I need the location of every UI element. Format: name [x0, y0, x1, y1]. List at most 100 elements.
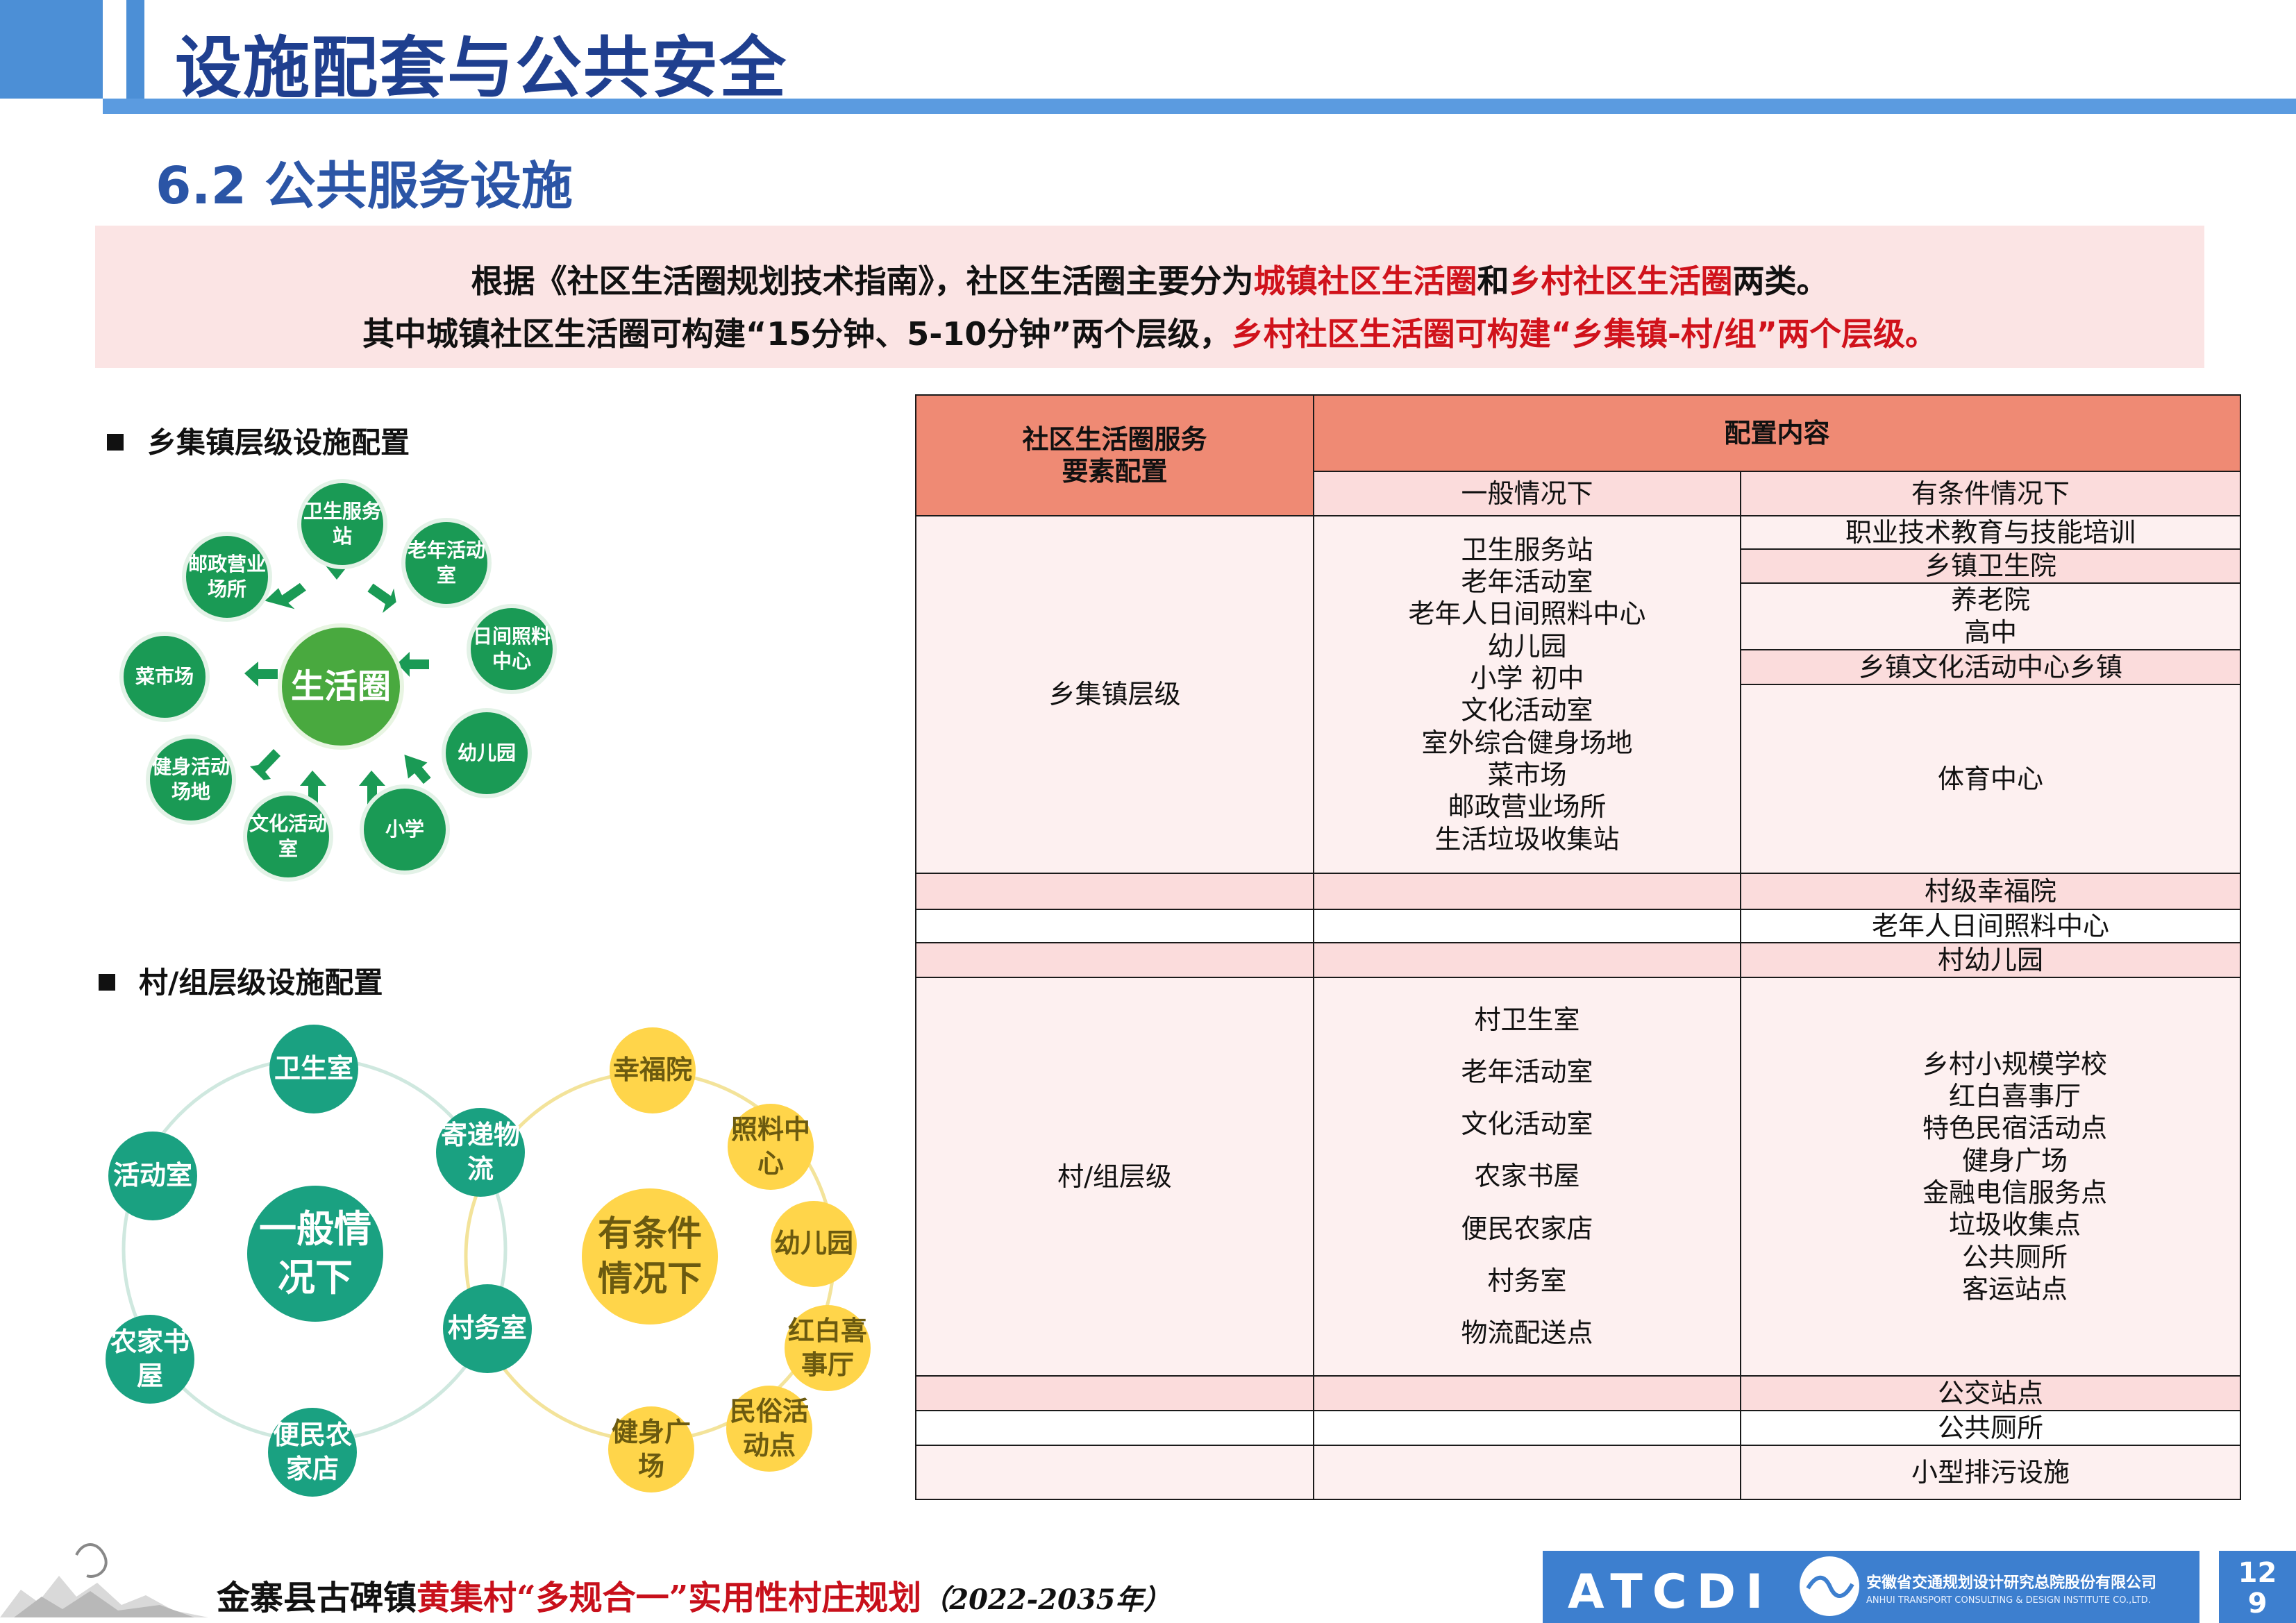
- arrow-icon: [300, 771, 326, 805]
- list-item: 小学 初中: [1470, 663, 1584, 693]
- facility-config-table: 社区生活圈服务要素配置 配置内容 一般情况下 有条件情况下 乡集镇层级 卫生服务…: [915, 394, 2242, 1501]
- list-item: 高中: [1964, 616, 2018, 648]
- intro-emphasis: 乡村社区生活圈: [1509, 262, 1733, 300]
- town-cond-vocational: 职业技术教育与技能培训: [1739, 514, 2242, 550]
- list-item: 特色民宿活动点: [1922, 1113, 2108, 1144]
- node-reading-room: 农家书屋: [106, 1315, 194, 1404]
- list-item: 金融电信服务点: [1922, 1177, 2108, 1209]
- node-label: 幼儿园: [457, 741, 516, 764]
- extra-happiness-home: 村级幸福院: [1739, 872, 2242, 910]
- header-gap: [103, 0, 118, 99]
- table-empty-cell: [1313, 942, 1741, 979]
- intro-emphasis: 城镇社区生活圈: [1253, 262, 1477, 300]
- company-logo-bar: [1543, 1551, 2199, 1623]
- table-empty-cell: [915, 942, 1314, 979]
- node-label: 小学: [385, 817, 424, 841]
- list-item: 老年活动室: [1461, 1056, 1593, 1087]
- heading-town-label: 乡集镇层级设施配置: [147, 426, 410, 460]
- node-logistics: 寄递物流: [436, 1108, 525, 1197]
- node-label: 活动室: [112, 1160, 192, 1191]
- node-label: 寄递物流: [440, 1119, 520, 1184]
- list-item: 生活垃圾收集站: [1434, 823, 1620, 855]
- arrow-icon: [250, 749, 280, 780]
- arrow-icon: [265, 582, 306, 609]
- town-cond-nursing-highschool: 养老院 高中: [1739, 582, 2242, 650]
- list-item: 养老院: [1951, 585, 2031, 616]
- intro-text: 根据《社区生活圈规划技术指南》，社区生活圈主要分为: [471, 262, 1254, 300]
- arrows-layer: [244, 543, 431, 805]
- general-center: 一般情况下: [247, 1186, 383, 1322]
- page-number-box: 129: [2219, 1551, 2296, 1623]
- list-item: 室外综合健身场地: [1421, 727, 1633, 758]
- wave-icon-svg: [1806, 1575, 1854, 1598]
- life-circle-diagram: 生活圈 卫生服务站 老年活动室 日间照料中心 幼儿园 小学 文化活动室 健身活动…: [111, 465, 562, 916]
- list-item: 卫生服务站: [1461, 534, 1593, 565]
- node-post-office: 邮政营业场所: [182, 532, 272, 622]
- node-label: 老年活动室: [407, 538, 485, 587]
- village-general-list: 村卫生室 老年活动室 文化活动室 农家书屋 便民农家店 村务室 物流配送点: [1313, 977, 1741, 1377]
- node-care-center: 照料中心: [728, 1104, 814, 1190]
- subheader-general: 一般情况下: [1313, 471, 1741, 516]
- node-ceremony-hall: 红白喜事厅: [785, 1305, 871, 1391]
- town-general-list: 卫生服务站 老年活动室 老年人日间照料中心 幼儿园 小学 初中 文化活动室 室外…: [1313, 515, 1741, 874]
- center-label: 有条件情况下: [598, 1213, 702, 1299]
- node-label: 卫生室: [274, 1053, 353, 1084]
- table-empty-cell: [915, 872, 1314, 910]
- list-item: 健身广场: [1962, 1145, 2068, 1176]
- node-label: 卫生服务站: [303, 499, 381, 548]
- node-village-office: 村务室: [443, 1284, 532, 1373]
- list-item: 红白喜事厅: [1949, 1081, 2081, 1111]
- page-title: 设施配套与公共安全: [175, 29, 787, 107]
- node-label: 便民农家店: [272, 1419, 352, 1484]
- list-item: 村务室: [1487, 1265, 1567, 1296]
- extra-day-care: 老年人日间照料中心: [1739, 908, 2242, 944]
- town-cond-sports-center: 体育中心: [1739, 683, 2242, 874]
- atcdi-logo: ATCDI: [1568, 1565, 1773, 1620]
- list-item: 老年活动室: [1461, 566, 1593, 597]
- arrow-icon: [404, 755, 431, 784]
- heading-village-level: 村/组层级设施配置: [99, 959, 383, 1002]
- header-underline: [103, 99, 2296, 114]
- node-primary-school: 小学: [360, 784, 450, 875]
- company-name-cn: 安徽省交通规划设计研究总院股份有限公司: [1866, 1574, 2157, 1592]
- town-cond-culture-center: 乡镇文化活动中心乡镇: [1739, 648, 2242, 685]
- node-label: 幼儿园: [773, 1228, 853, 1259]
- list-item: 乡村小规模学校: [1922, 1048, 2108, 1079]
- village-conditional-list: 乡村小规模学校 红白喜事厅 特色民宿活动点 健身广场 金融电信服务点 垃圾收集点…: [1739, 977, 2242, 1377]
- intro-line-1: 根据《社区生活圈规划技术指南》，社区生活圈主要分为城镇社区生活圈和乡村社区生活圈…: [95, 256, 2204, 302]
- node-kindergarten: 幼儿园: [771, 1201, 857, 1287]
- table-empty-cell: [915, 1375, 1314, 1412]
- village-circle-diagram: 一般情况下 有条件情况下 卫生室 寄递物流 村务室 便民农家店 农家书屋 活动室…: [96, 1014, 887, 1513]
- table-empty-cell: [1313, 1445, 1741, 1501]
- table-header-element: 社区生活圈服务要素配置: [915, 394, 1314, 516]
- table-header-content: 配置内容: [1312, 394, 2242, 472]
- node-fitness-square: 健身广场: [608, 1406, 694, 1492]
- table-empty-cell: [915, 908, 1314, 944]
- heading-village-label: 村/组层级设施配置: [139, 966, 383, 1000]
- footer-town: 金寨县古碑镇: [217, 1579, 417, 1617]
- table-empty-cell: [1313, 1375, 1741, 1412]
- intro-emphasis: 乡村社区生活圈可构建“乡集镇-村/组”两个层级。: [1231, 315, 1937, 353]
- landscape-ink-icon: [0, 1543, 208, 1617]
- list-item: 村卫生室: [1474, 1004, 1580, 1035]
- node-label: 红白喜事厅: [787, 1315, 867, 1380]
- node-label: 文化活动室: [249, 812, 327, 860]
- list-item: 农家书屋: [1474, 1161, 1580, 1192]
- center-label: 一般情况下: [259, 1206, 371, 1300]
- node-label: 日间照料中心: [472, 624, 551, 673]
- subheader-conditional: 有条件情况下: [1739, 471, 2242, 516]
- list-item: 垃圾收集点: [1949, 1209, 2081, 1241]
- footer-plan-name: 黄集村“多规合一”实用性村庄规划: [417, 1579, 922, 1617]
- village-level-label: 村/组层级: [915, 977, 1314, 1377]
- node-label: 菜市场: [135, 664, 194, 688]
- footer-plan-title: 金寨县古碑镇黄集村“多规合一”实用性村庄规划（2022-2035年）: [217, 1570, 1171, 1619]
- node-day-care: 日间照料中心: [467, 604, 557, 694]
- table-empty-cell: [915, 1445, 1314, 1501]
- intro-text: 和: [1477, 262, 1509, 300]
- node-label: 民俗活动点: [729, 1395, 809, 1461]
- wave-logo-icon: [1800, 1556, 1859, 1616]
- node-activity-room: 活动室: [108, 1132, 197, 1220]
- list-item: 便民农家店: [1461, 1213, 1593, 1244]
- node-folk-activity: 民俗活动点: [726, 1386, 812, 1472]
- extra-public-toilet: 公共厕所: [1739, 1410, 2242, 1447]
